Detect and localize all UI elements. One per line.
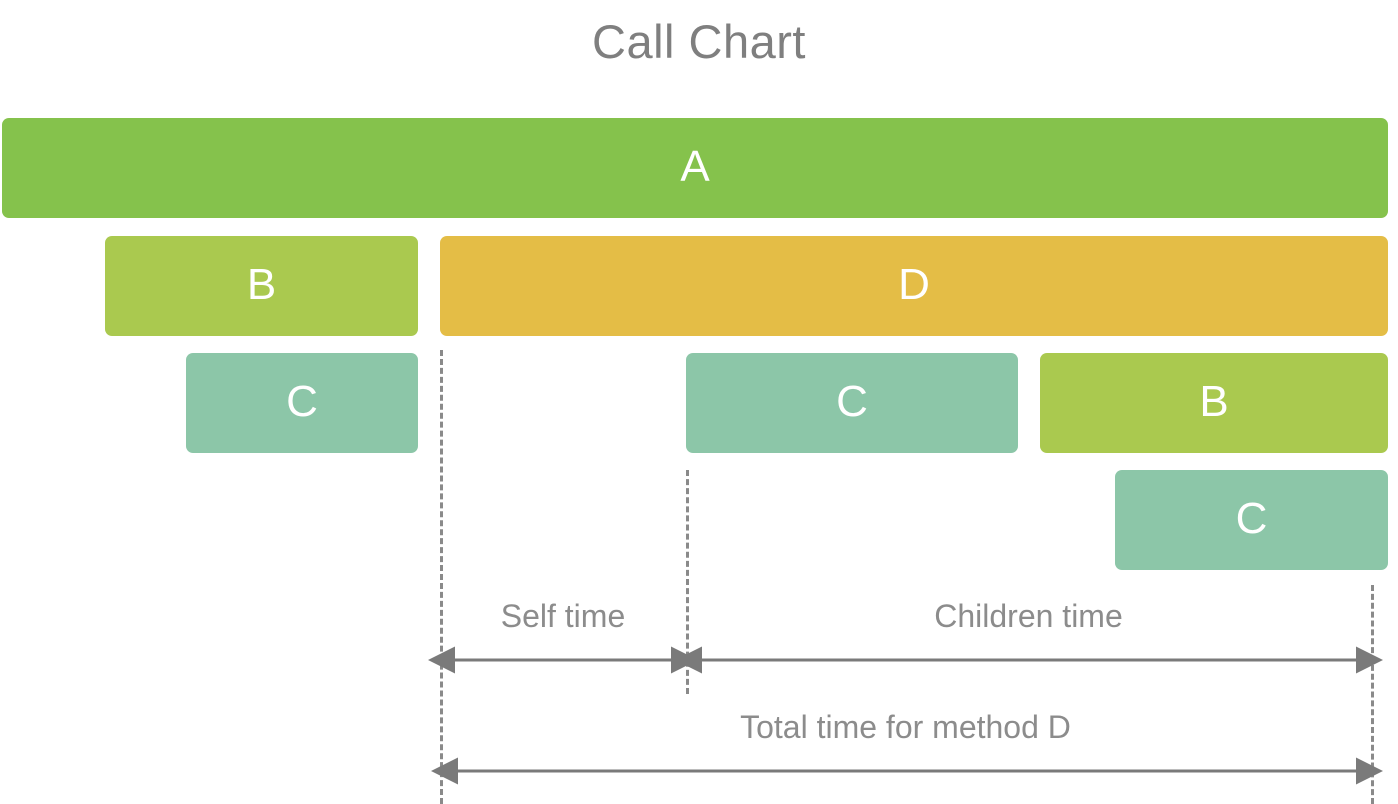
guide-line-d-self-end <box>686 470 689 694</box>
frame-bar-c-mid[interactable]: C <box>686 353 1018 453</box>
frame-bar-a[interactable]: A <box>2 118 1388 218</box>
children-time-label: Children time <box>934 598 1123 634</box>
frame-bar-label: C <box>286 376 318 426</box>
frame-bar-label: A <box>680 141 710 191</box>
frame-bar-d[interactable]: D <box>440 236 1388 336</box>
page-title: Call Chart <box>592 15 806 68</box>
frame-bar-b-left[interactable]: B <box>105 236 418 336</box>
guide-line-d-start <box>440 350 443 804</box>
frame-bar-c-bottom[interactable]: C <box>1115 470 1388 570</box>
frame-bar-c-left[interactable]: C <box>186 353 418 453</box>
frame-bar-label: B <box>246 259 277 309</box>
guide-line-d-end <box>1371 585 1374 804</box>
frame-bar-label: C <box>1235 493 1268 543</box>
total-time-label: Total time for method D <box>740 709 1071 745</box>
frame-bar-label: C <box>836 376 868 426</box>
self-time-label: Self time <box>500 598 626 634</box>
frame-bar-label: D <box>898 259 930 309</box>
frame-bar-label: B <box>1199 376 1229 426</box>
frame-bar-b-right[interactable]: B <box>1040 353 1388 453</box>
